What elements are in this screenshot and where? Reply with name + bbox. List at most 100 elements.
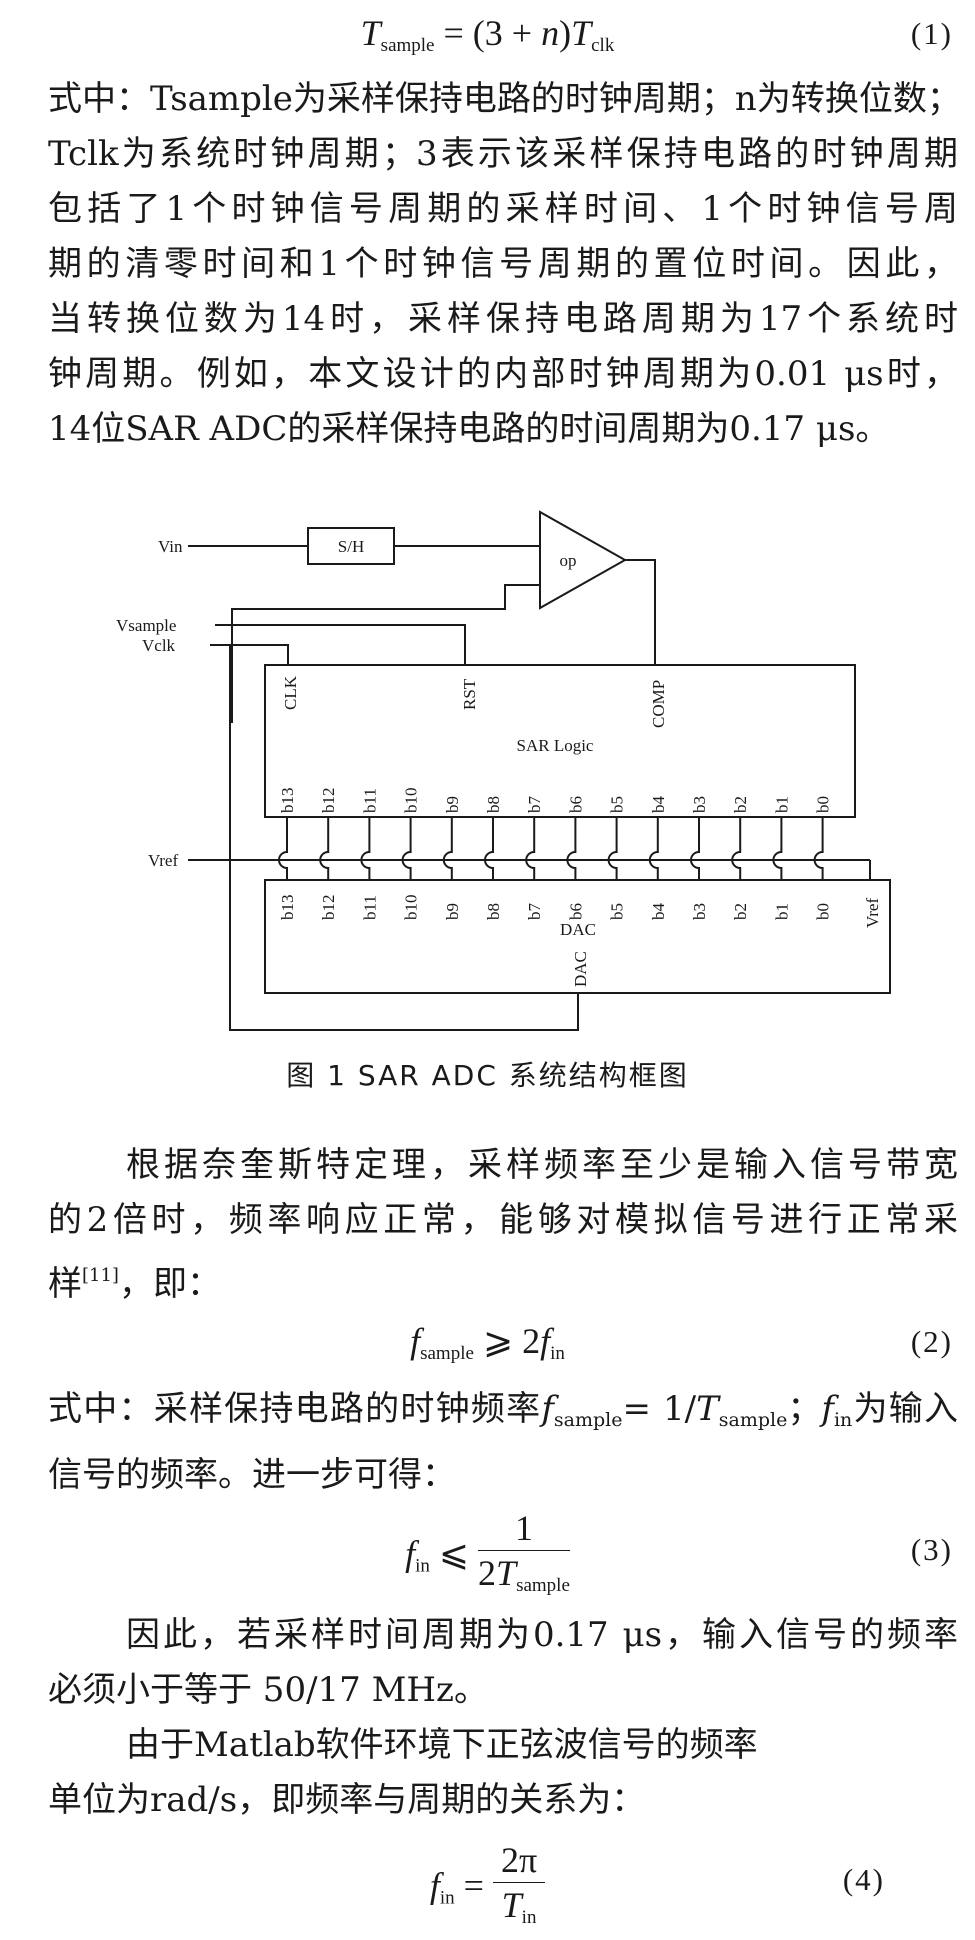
diagram-labels: Vin S/H op Vsample Vclk Vref SAR Logic C… [116, 537, 882, 987]
para3-sub: sample [553, 1409, 623, 1431]
bit-wires [278, 817, 824, 880]
eq1-lhs-var: T [360, 13, 381, 53]
dac-bit-label: b12 [319, 895, 338, 921]
para3-sub: sample [718, 1409, 788, 1431]
eq4-lhs-sub: in [439, 1887, 455, 1909]
eq2-lhs-sub: sample [420, 1343, 474, 1364]
para3-sub: in [833, 1409, 853, 1431]
sar-bit-label: b7 [525, 796, 544, 814]
eq1-rhs-var: T [571, 13, 592, 53]
paragraph-3: 式中：采样保持电路的时钟频率fsample= 1/Tsample；fin为输入 … [48, 1382, 958, 1503]
eq2-rhs-var: f [540, 1321, 551, 1361]
label-vclk: Vclk [142, 636, 176, 655]
label-sar-comp: COMP [649, 680, 668, 728]
op-amp-triangle [539, 510, 628, 610]
eq3-den-var: T [496, 1553, 517, 1593]
para4-line: 单位为rad/s，即频率与周期的关系为： [48, 1780, 646, 1820]
eq1-rhs-sub: clk [591, 35, 615, 56]
paragraph-2: 根据奈奎斯特定理，采样频率至少是输入信号带宽 的2倍时，频率响应正常，能够对模拟… [48, 1138, 958, 1312]
para1-line: 当转换位数为14时，采样保持电路周期为17个系统时 [48, 299, 958, 339]
sar-logic-block [264, 664, 856, 818]
eq4-lhs-var: f [429, 1865, 440, 1906]
para2-line: 的2倍时，频率响应正常，能够对模拟信号进行正常采 [48, 1200, 958, 1240]
para1-line: Tclk为系统时钟周期；3表示该采样保持电路的时钟周期 [48, 134, 958, 174]
para3-line1: 式中：采样保持电路的时钟频率fsample= 1/Tsample；fin为输入 [48, 1382, 958, 1448]
bit-wire [566, 817, 577, 880]
figure-caption: 图 1 SAR ADC 系统结构框图 [286, 1059, 689, 1092]
label-sh: S/H [338, 537, 364, 556]
citation-ref[interactable]: [11] [82, 1265, 119, 1286]
diagram-wires [188, 510, 891, 1031]
dac-bit-label: b8 [484, 903, 503, 920]
para1-line: 包括了1个时钟信号周期的采样时间、1个时钟信号周 [48, 189, 958, 229]
bit-wire [442, 817, 453, 880]
eq1-number: (1) [910, 16, 953, 51]
equation-1: Tsample = (3 + n)Tclk (1) [0, 12, 975, 72]
sar-bit-label: b4 [649, 796, 668, 814]
dac-bit-label: b11 [360, 895, 379, 920]
sar-bit-label: b10 [402, 788, 421, 814]
label-vref-input: Vref [148, 851, 178, 870]
label-sar-clk: CLK [281, 675, 300, 710]
bit-wire [772, 817, 783, 880]
dac-bit-label: b6 [566, 903, 585, 920]
para3-text: 为输入 [852, 1389, 959, 1429]
dac-bit-label: b0 [814, 903, 833, 920]
para3-text: 式中：采样保持电路的时钟频率 [48, 1389, 542, 1429]
dac-bit-label: b9 [443, 903, 462, 920]
bit-wire [690, 817, 700, 880]
bit-wire [525, 817, 536, 880]
eq1-rhs-n: n [541, 13, 560, 53]
eq4-den-var: T [501, 1885, 522, 1925]
sar-bit-label: b9 [443, 796, 462, 813]
dac-bit-label: b3 [690, 903, 709, 920]
para2-text: ，即： [118, 1264, 221, 1304]
sar-bit-label: b6 [566, 796, 585, 813]
para3-var: f [541, 1389, 554, 1429]
para1-line: 钟周期。例如，本文设计的内部时钟周期为0.01 μs时， [48, 354, 958, 394]
eq2-number: (2) [910, 1324, 953, 1359]
para3-text: ； [787, 1389, 822, 1429]
eq1-rhs-close: ) [559, 13, 572, 53]
sar-bit-label: b5 [608, 796, 627, 813]
sar-bit-label: b8 [484, 796, 503, 813]
para3-line2: 信号的频率。进一步可得： [48, 1455, 456, 1495]
label-dac-vref: Vref [863, 898, 882, 928]
para1-line: 式中：Tsample为采样保持电路的时钟周期；n为转换位数； [48, 79, 961, 119]
bit-labels: b13b13b12b12b11b11b10b10b9b9b8b8b7b7b6b6… [278, 788, 833, 921]
sar-bit-label: b13 [278, 788, 297, 814]
para3-text: = 1/ [622, 1389, 697, 1429]
eq4-num: 2π [492, 1840, 546, 1883]
sar-bit-label: b0 [814, 796, 833, 813]
bit-wire [607, 817, 618, 880]
dac-bit-label: b4 [649, 903, 668, 921]
eq3-num: 1 [478, 1508, 570, 1551]
eq4-number: (4) [842, 1862, 885, 1897]
dac-bit-label: b13 [278, 895, 297, 921]
label-sar-title: SAR Logic [517, 736, 594, 755]
eq3-number: (3) [910, 1532, 953, 1567]
bit-wire [648, 817, 659, 880]
eq1-rhs-pre: = (3 + [443, 13, 542, 53]
bit-wire [813, 817, 824, 880]
eq3-den-pre: 2 [478, 1553, 497, 1593]
label-dac-title: DAC [560, 920, 596, 939]
equation-2: fsample ⩾ 2fin (2) [0, 1320, 975, 1380]
eq1-lhs-sub: sample [380, 35, 435, 56]
para4-line: 由于Matlab软件环境下正弦波信号的频率 [126, 1725, 758, 1765]
para2-text: 样 [48, 1264, 82, 1304]
label-vsample: Vsample [116, 616, 176, 635]
eq4-op: = [454, 1865, 493, 1906]
para1-line: 14位SAR ADC的采样保持电路的时间周期为0.17 μs。 [48, 409, 890, 449]
para3-var: T [696, 1389, 719, 1429]
eq3-den: 2Tsample [478, 1551, 570, 1606]
sar-bit-label: b2 [731, 796, 750, 813]
sar-bit-label: b3 [690, 796, 709, 813]
eq2-rhs-sub: in [550, 1343, 565, 1364]
paragraph-1: 式中：Tsample为采样保持电路的时钟周期；n为转换位数； Tclk为系统时钟… [48, 72, 961, 457]
dac-bit-label: b10 [402, 895, 421, 921]
paragraph-4: 因此，若采样时间周期为0.17 μs，输入信号的频率 必须小于等于 50/17 … [48, 1608, 958, 1828]
